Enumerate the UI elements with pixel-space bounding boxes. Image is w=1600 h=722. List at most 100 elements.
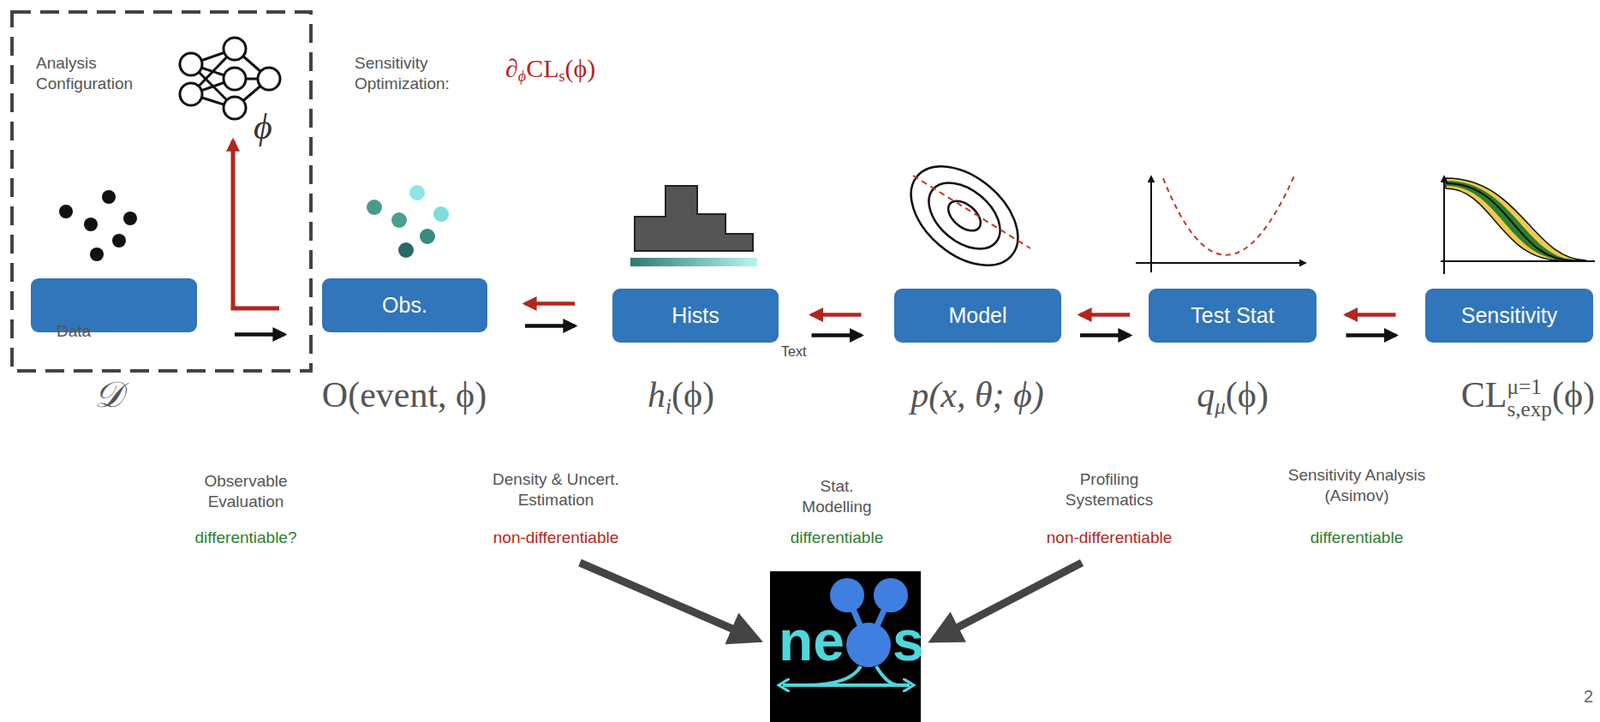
data-points-part [101,190,116,204]
differentiability-status: differentiable? [194,528,297,548]
neural-network-icon-part [223,96,246,120]
math-text: (ϕ) [565,53,597,83]
likelihood-contours-part [913,175,1031,249]
logo-text: s [892,608,925,674]
differentiability-status: differentiable [790,528,884,548]
observable-points-part [366,199,383,215]
neos-logo-part [846,622,891,668]
dashed-outline-rect [11,11,311,371]
script-stack: μ=1s,exp [1506,376,1552,422]
observable-points-part [419,228,436,245]
gradient-arrow [525,301,575,306]
likelihood-contours-part [892,146,1037,286]
process-box: Sensitivity [1425,288,1594,343]
box-label: Sensitivity [1461,303,1559,329]
cls-band-plot-part [1445,178,1587,261]
math-text: q [1196,375,1215,415]
analysis-configuration-region: Analysis ConfigurationData [10,10,313,373]
math-text: (ϕ) [1225,375,1269,415]
math-text: O(event, ϕ) [322,375,487,415]
flow-arrow [1080,333,1130,338]
test-statistic-plot-part [1135,262,1306,264]
edge-note: Text [781,344,806,360]
cls-band-plot-part [1440,260,1595,263]
box-label: Model [948,303,1007,329]
math-text: p(x, θ; ϕ) [910,375,1044,415]
math-symbol: 𝒟 [94,373,124,417]
observable-points-part [409,185,425,201]
neos-logo-part [829,578,865,613]
observable-points-part [433,206,449,222]
neural-network-icon-part [179,83,203,106]
box-label: Test Stat [1190,303,1274,329]
likelihood-contours-part [916,169,1013,263]
cls-band-plot-part [1445,183,1573,261]
observable-points-part [391,212,407,228]
neural-network-icon-part [257,67,281,90]
neos-logo-part [873,578,908,613]
histogram-icon [630,185,758,267]
math-text: h [647,375,666,415]
test-statistic-plot-part [1163,173,1296,256]
flow-arrow [525,323,575,329]
math-text: (ϕ) [671,375,715,415]
subscript: i [665,394,672,418]
math-symbol: qμ(ϕ) [1196,373,1269,420]
differentiability-status: non-differentiable [1046,528,1172,548]
math-symbol: CLμ=1s,exp(ϕ) [1461,373,1595,422]
math-symbol: hi(ϕ) [647,373,715,420]
step-description: Profiling Systematics [1053,469,1165,511]
observable-points-part [398,242,414,258]
subscript: s,exp [1506,398,1552,421]
neural-network-icon-part [179,53,203,76]
subscript: s [559,67,566,85]
superscript: μ=1 [1506,376,1552,399]
subscript: ϕ [518,67,526,85]
observable-points [366,185,449,258]
likelihood-contours [892,146,1037,286]
page-number: 2 [1583,686,1594,707]
flow-arrow [811,333,862,338]
math-text: (ϕ) [1552,375,1595,415]
math-text: CL [525,53,559,83]
process-box: Obs. [322,278,488,333]
cls-band-plot [1440,176,1595,275]
flow-arrow [234,332,285,337]
step-description: Observable Evaluation [185,471,306,513]
neural-network-icon [179,37,281,120]
data-points-part [89,247,104,262]
box-label: Data [56,321,186,342]
data-points-part [123,211,138,226]
optimization-formula: ∂ϕCLs(ϕ) [505,53,596,87]
neural-network-icon-part [223,67,246,90]
subscript: μ [1214,394,1226,418]
data-points-part [112,233,126,248]
parameter-symbol: ϕ [253,106,273,148]
step-description: Density & Uncert. Estimation [478,469,633,511]
math-symbol: p(x, θ; ϕ) [910,373,1044,417]
box-label: Hists [671,303,720,329]
pointer-arrows-part [579,562,754,639]
cls-band-plot-part [1443,176,1445,275]
data-points [59,190,138,262]
process-box: Data [30,278,198,333]
neural-network-icon-part [223,37,246,60]
differentiability-status: non-differentiable [493,528,619,548]
data-points-part [59,204,73,219]
process-box: Hists [612,288,779,343]
process-box: Test Stat [1148,288,1317,343]
gradient-arrow [1346,312,1397,317]
histogram-icon-part [630,257,758,267]
step-description: Sensitivity Analysis (Asimov) [1279,465,1434,507]
math-text: ∂ [505,53,519,83]
math-text: 𝒟 [94,375,124,415]
region-heading: Analysis Configuration [35,53,165,95]
flow-arrow [1346,333,1397,338]
process-box: Model [894,288,1062,343]
test-statistic-plot-part [1150,176,1153,273]
data-points-part [83,217,98,232]
gradient-feedback-arrow [232,140,280,309]
differentiability-status: differentiable [1310,528,1403,548]
